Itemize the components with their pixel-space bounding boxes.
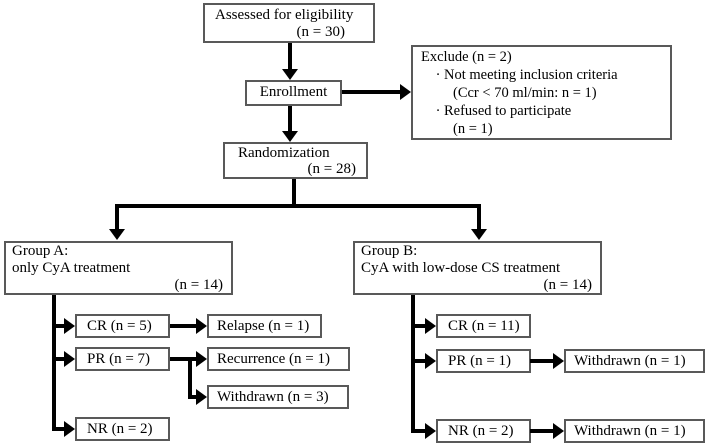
line-a-cr xyxy=(52,324,66,328)
group-a-withdrawn-box: Withdrawn (n = 3) xyxy=(207,385,349,409)
randomization-box: Randomization (n = 28) xyxy=(223,142,368,179)
group-a-title: Group A: xyxy=(12,243,69,259)
line-enrollment-randomization xyxy=(288,106,292,132)
exclusion-item: ·Refused to participate xyxy=(413,102,670,120)
group-b-count: (n = 14) xyxy=(543,277,592,293)
line-group-a-spine xyxy=(52,295,56,431)
line-assessed-enrollment xyxy=(288,43,292,70)
exclusion-item-text: Refused to participate xyxy=(444,103,572,119)
exclusion-box: Exclude (n = 2) ·Not meeting inclusion c… xyxy=(411,45,672,140)
arrowhead-exclusion xyxy=(400,84,411,100)
line-split-horizontal xyxy=(115,204,481,208)
group-a-pr-box: PR (n = 7) xyxy=(75,347,170,371)
group-a-relapse-box: Relapse (n = 1) xyxy=(207,314,322,338)
line-b-cr xyxy=(411,324,426,328)
group-b-box: Group B: CyA with low-dose CS treatment … xyxy=(353,241,602,295)
exclusion-item-detail: (Ccr < 70 ml/min: n = 1) xyxy=(453,85,597,101)
line-split-group-a xyxy=(115,204,119,230)
group-a-count: (n = 14) xyxy=(174,277,223,293)
arrowhead-b-nr xyxy=(425,423,436,439)
group-b-nr-withdrawn-box: Withdrawn (n = 1) xyxy=(564,419,705,443)
arrowhead-group-a xyxy=(109,229,125,240)
randomization-label: Randomization xyxy=(238,145,330,161)
line-split-group-b xyxy=(477,204,481,230)
arrowhead-enrollment xyxy=(282,69,298,80)
line-bnr-withdrawn xyxy=(530,429,554,433)
bullet-icon: · xyxy=(435,67,441,83)
arrowhead-a-withdrawn xyxy=(196,389,207,405)
group-a-treatment: only CyA treatment xyxy=(12,260,131,276)
arrowhead-group-b xyxy=(471,229,487,240)
exclusion-item-text: Not meeting inclusion criteria xyxy=(444,67,618,83)
exclusion-title: Exclude (n = 2) xyxy=(421,49,512,65)
line-bpr-withdrawn xyxy=(530,359,554,363)
arrowhead-bnr-withdrawn xyxy=(553,423,564,439)
line-b-nr xyxy=(411,429,426,433)
group-b-nr-box: NR (n = 2) xyxy=(436,419,531,443)
line-group-b-spine xyxy=(411,295,415,433)
arrowhead-relapse xyxy=(196,318,207,334)
group-b-cr-box: CR (n = 11) xyxy=(436,314,531,338)
enrollment-label: Enrollment xyxy=(259,84,328,100)
group-b-treatment: CyA with low-dose CS treatment xyxy=(361,260,561,276)
group-b-title: Group B: xyxy=(361,243,418,259)
arrowhead-randomization xyxy=(282,131,298,142)
arrowhead-a-pr xyxy=(64,351,75,367)
arrowhead-bpr-withdrawn xyxy=(553,353,564,369)
assessed-count: (n = 30) xyxy=(296,24,345,40)
arrowhead-b-cr xyxy=(425,318,436,334)
assessed-label: Assessed for eligibility xyxy=(215,7,354,23)
exclusion-item-detail: (n = 1) xyxy=(453,121,493,137)
enrollment-box: Enrollment xyxy=(245,80,342,106)
arrowhead-a-nr xyxy=(64,421,75,437)
line-pr-recurrence xyxy=(170,357,197,361)
randomization-count: (n = 28) xyxy=(307,161,356,177)
arrowhead-a-cr xyxy=(64,318,75,334)
arrowhead-b-pr xyxy=(425,353,436,369)
exclusion-item: ·Not meeting inclusion criteria xyxy=(413,66,670,84)
group-b-pr-withdrawn-box: Withdrawn (n = 1) xyxy=(564,349,705,373)
group-a-cr-box: CR (n = 5) xyxy=(75,314,170,338)
line-enrollment-exclusion xyxy=(342,90,401,94)
line-randomization-split xyxy=(292,179,296,208)
group-a-box: Group A: only CyA treatment (n = 14) xyxy=(4,241,233,295)
line-cr-relapse xyxy=(170,324,197,328)
group-a-recurrence-box: Recurrence (n = 1) xyxy=(207,347,350,371)
line-b-pr xyxy=(411,359,426,363)
line-pr-withdrawn xyxy=(188,395,197,399)
line-pr-branch-down xyxy=(188,357,192,399)
group-b-pr-box: PR (n = 1) xyxy=(436,349,531,373)
bullet-icon: · xyxy=(435,103,441,119)
assessed-box: Assessed for eligibility (n = 30) xyxy=(203,3,375,43)
line-a-nr xyxy=(52,427,66,431)
arrowhead-recurrence xyxy=(196,351,207,367)
group-a-nr-box: NR (n = 2) xyxy=(75,417,170,441)
line-a-pr xyxy=(52,357,66,361)
